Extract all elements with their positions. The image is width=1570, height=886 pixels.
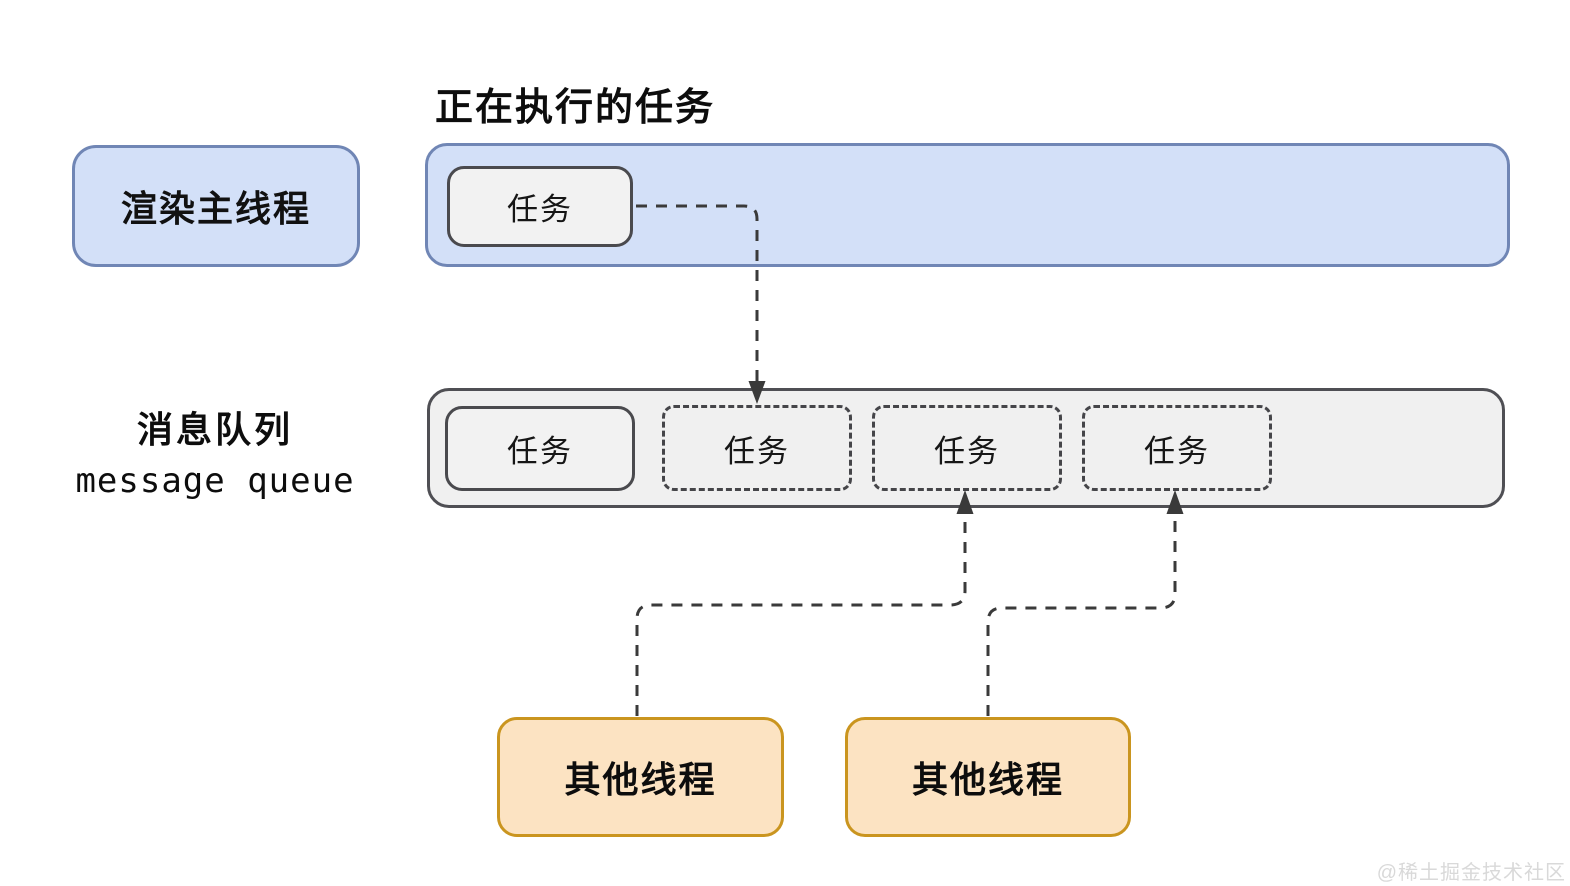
render-main-thread-box: 渲染主线程 bbox=[72, 145, 360, 267]
running-task-title: 正在执行的任务 bbox=[435, 87, 716, 129]
running-task-chip: 任务 bbox=[447, 166, 633, 247]
watermark: @稀土掘金技术社区 bbox=[1376, 862, 1566, 884]
queue-task-label: 任务 bbox=[1144, 433, 1210, 469]
queue-task-chip-pending: 任务 bbox=[662, 405, 852, 491]
other-thread-box-1: 其他线程 bbox=[497, 717, 784, 837]
message-queue-label-zh: 消息队列 bbox=[136, 409, 293, 450]
queue-task-label: 任务 bbox=[507, 434, 573, 469]
connector-thread1-to-queue bbox=[635, 514, 967, 716]
queue-task-chip-pending: 任务 bbox=[872, 405, 1062, 491]
queue-task-label: 任务 bbox=[724, 433, 790, 469]
queue-task-chip-pending: 任务 bbox=[1082, 405, 1272, 491]
other-thread-label: 其他线程 bbox=[564, 759, 717, 800]
queue-task-chip: 任务 bbox=[445, 406, 635, 491]
running-task-label: 任务 bbox=[507, 192, 573, 227]
other-thread-box-2: 其他线程 bbox=[845, 717, 1131, 837]
render-main-thread-label: 渲染主线程 bbox=[120, 188, 311, 229]
queue-task-label: 任务 bbox=[934, 433, 1000, 469]
message-queue-label: 消息队列 message queue bbox=[40, 409, 390, 501]
other-thread-label: 其他线程 bbox=[911, 759, 1064, 800]
message-queue-label-en: message queue bbox=[75, 461, 355, 501]
connector-thread2-to-queue bbox=[986, 514, 1177, 716]
